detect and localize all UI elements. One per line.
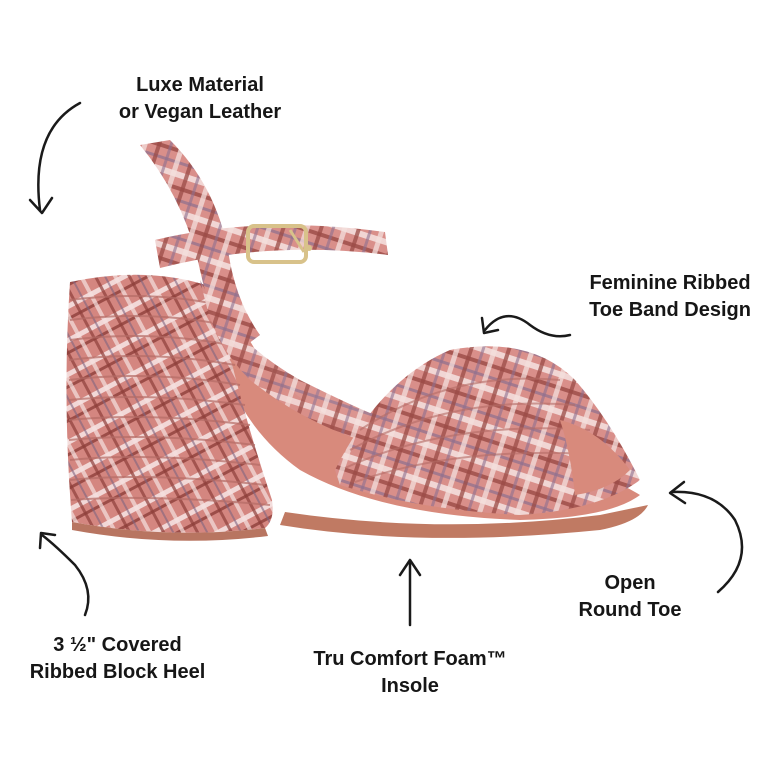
annotation-luxe-material-line1: Luxe Material (136, 74, 264, 96)
arrow-insole-head (398, 558, 422, 577)
annotation-luxe-material: Luxe Material or Vegan Leather (95, 72, 305, 126)
arrow-open-toe (670, 490, 744, 594)
arrow-luxe-material (37, 101, 82, 212)
heel-tip (72, 522, 268, 541)
arrow-toe-band-head (480, 316, 500, 335)
heel-ribs (68, 295, 271, 506)
annotation-luxe-material-line2: or Vegan Leather (118, 101, 282, 123)
annotation-open-toe-line1: Open (604, 572, 656, 594)
arrow-luxe-material-head (28, 196, 54, 215)
annotation-insole-line1: Tru Comfort Foam™ (313, 648, 507, 670)
annotation-toe-band: Feminine Ribbed Toe Band Design (570, 270, 770, 324)
arrow-block-heel (40, 533, 90, 617)
annotation-block-heel-line1: 3 ½" Covered (53, 634, 182, 656)
buckle-frame (246, 224, 308, 264)
annotation-insole: Tru Comfort Foam™ Insole (285, 646, 535, 700)
ankle-strap (155, 225, 388, 268)
annotation-toe-band-line1: Feminine Ribbed (589, 272, 751, 294)
annotation-open-toe: Open Round Toe (560, 570, 700, 624)
arrow-toe-band (483, 315, 572, 338)
annotation-insole-line2: Insole (381, 675, 439, 697)
arrows (28, 101, 744, 627)
annotation-toe-band-line2: Toe Band Design (589, 299, 751, 321)
annotation-block-heel-line2: Ribbed Block Heel (29, 661, 206, 683)
arrow-block-heel-head (38, 531, 57, 550)
arrow-open-toe-head (668, 480, 687, 505)
heel-counter (200, 280, 375, 440)
buckle-prong (288, 229, 306, 253)
toe-opening (560, 420, 630, 495)
outsole (280, 505, 648, 538)
annotation-open-toe-line2: Round Toe (578, 599, 682, 621)
annotation-block-heel: 3 ½" Covered Ribbed Block Heel (10, 632, 225, 686)
